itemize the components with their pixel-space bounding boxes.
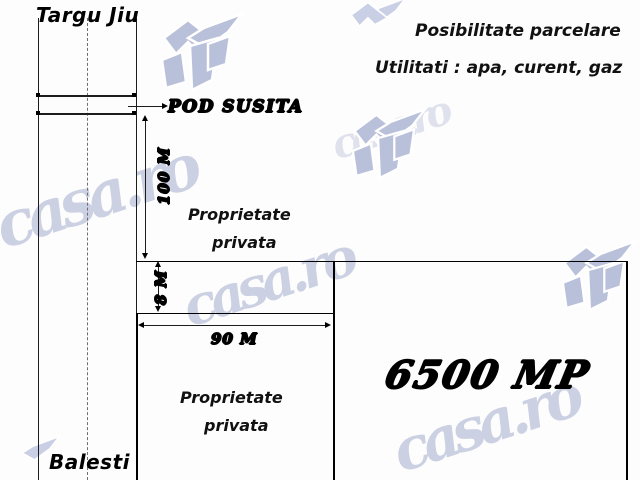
lot-step-boundary	[136, 313, 334, 314]
bridge-line-upper	[38, 95, 136, 97]
width-dimension-label: 90 M	[211, 330, 258, 349]
bridge-label: POD SUSITA	[168, 97, 304, 118]
parcel-upper-label-line1: Proprietate	[188, 205, 291, 224]
watermark-script-left: casa.ro	[0, 129, 205, 264]
depth-dimension-arrow-top	[142, 115, 148, 121]
road-left-edge	[38, 18, 39, 480]
offset-dimension-label: 8 M	[152, 269, 171, 305]
road-right-edge	[136, 18, 137, 480]
width-dimension-line	[142, 325, 327, 326]
bridge-line-lower	[38, 113, 136, 115]
offset-dimension-arrow-bottom	[155, 306, 161, 312]
depth-dimension-line	[145, 119, 146, 257]
offset-dimension-line	[158, 264, 159, 310]
bridge-node-upper-right	[132, 93, 136, 97]
place-label-bottom: Balesti	[49, 450, 130, 474]
house-logo-watermark-middle	[351, 106, 429, 180]
place-label-top: Targu Jiu	[36, 3, 140, 27]
watermark-script-upper: casa.ro	[325, 87, 453, 170]
depth-dimension-arrow-bottom	[142, 253, 148, 259]
parcel-lower-label-line2: privata	[204, 416, 269, 435]
area-label: 6500 MP	[381, 352, 595, 398]
bridge-node-upper-left	[36, 93, 40, 97]
bridge-leader-line	[128, 106, 164, 107]
bridge-node-lower-right	[132, 111, 136, 115]
width-dimension-arrow-left	[138, 322, 144, 328]
width-dimension-arrow-right	[325, 322, 331, 328]
road-centerline	[87, 18, 88, 480]
offset-dimension-arrow-top	[155, 261, 161, 267]
lot-inner-boundary	[333, 261, 335, 480]
lot-left-boundary-lower	[136, 313, 138, 480]
bridge-node-lower-left	[36, 111, 40, 115]
note-utilitati: Utilitati : apa, curent, gaz	[375, 58, 623, 78]
parcel-upper-label-line2: privata	[212, 233, 277, 252]
lot-right-boundary	[626, 261, 628, 480]
note-parcelare: Posibilitate parcelare	[415, 21, 621, 41]
house-logo-watermark-topright	[349, 0, 406, 28]
depth-dimension-label: 100 M	[155, 146, 174, 205]
bridge-leader-arrowhead	[162, 103, 168, 109]
parcel-lower-label-line1: Proprietate	[180, 388, 283, 407]
lot-top-boundary	[136, 261, 627, 262]
house-logo-watermark-top	[160, 11, 246, 92]
